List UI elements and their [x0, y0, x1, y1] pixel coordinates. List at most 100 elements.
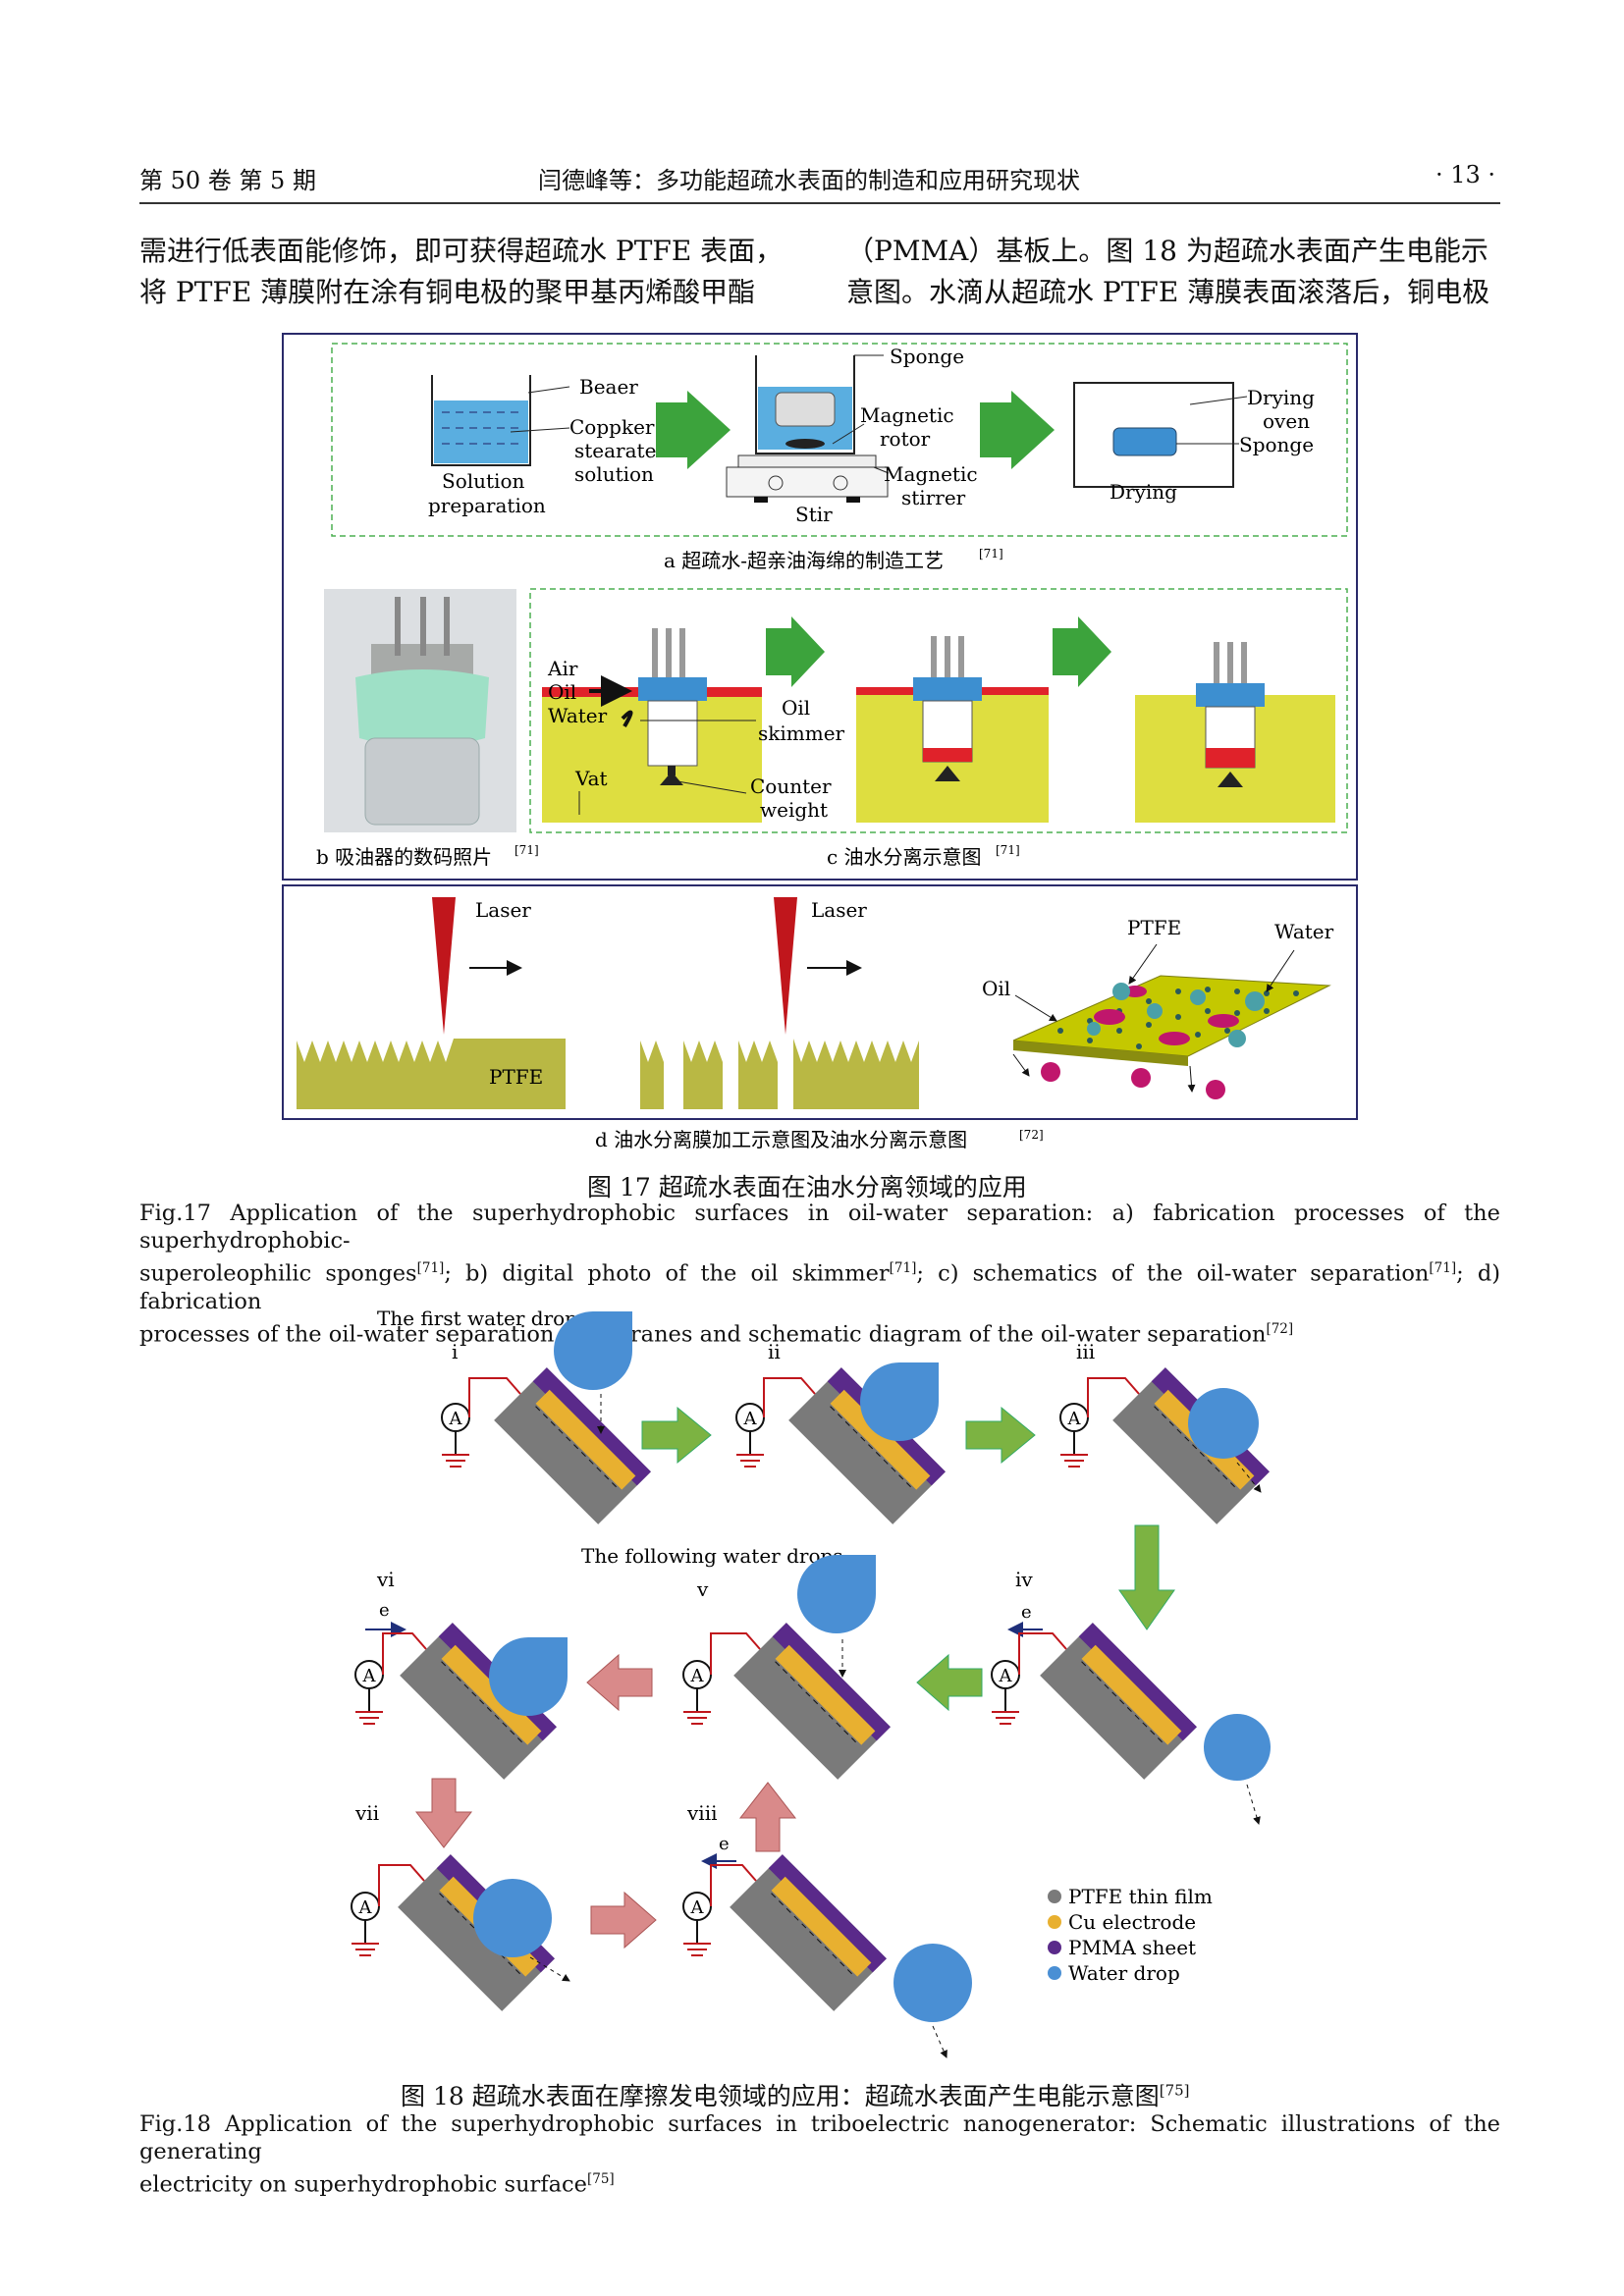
fig17-caption-zh: 图 17 超疏水表面在油水分离领域的应用	[587, 1173, 1027, 1201]
fig17b-caption: b 吸油器的数码照片	[316, 845, 492, 869]
ammeter-ii: A	[743, 1409, 758, 1429]
legend-swatch-drop	[1048, 1966, 1061, 1980]
intro-right-line2: 意图。水滴从超疏水 PTFE 薄膜表面滚落后，铜电极	[846, 276, 1490, 308]
arrow-right-icon	[965, 1406, 1036, 1465]
ammeter-viii: A	[690, 1897, 705, 1918]
ammeter-v: A	[690, 1666, 705, 1686]
legend-swatch-pmma	[1048, 1941, 1061, 1954]
intro-left-line2: 将 PTFE 薄膜附在涂有铜电极的聚甲基丙烯酸甲酯	[139, 276, 756, 308]
legend-item-pmma: PMMA sheet	[1068, 1936, 1196, 1959]
label-following-drops: The following water drops	[581, 1544, 843, 1568]
green-arrow-icon	[980, 391, 1055, 469]
intro-right-line1: （PMMA）基板上。图 18 为超疏水表面产生电能示	[846, 235, 1489, 267]
green-arrow-icon	[766, 616, 825, 687]
beaker-solution	[431, 375, 570, 466]
label-solution-prep-1: Solution	[442, 469, 524, 493]
fig18-caption-en: Fig.18 Application of the superhydrophob…	[139, 2111, 1500, 2198]
legend-item-drop: Water drop	[1068, 1961, 1180, 1985]
fig17c-dashed-frame	[529, 588, 1348, 833]
fig17-caption-en: Fig.17 Application of the superhydrophob…	[139, 1201, 1501, 1347]
header-title: 闫德峰等：多功能超疏水表面的制造和应用研究现状	[538, 167, 1080, 194]
electron-vi: e	[379, 1600, 390, 1621]
fig17a-ref: [71]	[979, 547, 1003, 561]
label-i: i	[452, 1340, 458, 1363]
fig17b-ref: [71]	[514, 843, 539, 857]
label-oil-skimmer-2: skimmer	[758, 721, 845, 745]
fig17c-ref: [71]	[996, 843, 1020, 857]
label-iv: iv	[1015, 1568, 1033, 1591]
stage-ii: A	[735, 1362, 947, 1525]
label-coppker: Coppker	[569, 415, 655, 439]
green-arrow-icon	[1053, 616, 1111, 687]
separation-stage-2	[856, 636, 1049, 823]
label-ptfe-d: PTFE	[1127, 916, 1181, 939]
header-volume: 第 50 卷 第 5 期	[139, 167, 316, 194]
label-sponge-2: Sponge	[1239, 433, 1314, 456]
electron-viii: e	[719, 1834, 730, 1854]
label-ptfe-1: PTFE	[489, 1065, 543, 1089]
drying-oven	[1073, 382, 1248, 488]
figure-17: Beaer Coppker stearate solution Solution…	[282, 333, 1358, 1151]
label-first-drop: The first water drop	[377, 1307, 577, 1330]
label-rotor: rotor	[880, 427, 931, 451]
electron-iv: e	[1021, 1602, 1032, 1623]
label-solution-prep-2: preparation	[428, 494, 546, 517]
stage-iv: e A	[991, 1602, 1271, 1825]
laser-beam	[774, 897, 797, 1035]
fig17a-dashed-frame	[331, 343, 1348, 537]
label-vat: Vat	[574, 767, 608, 790]
label-laser-2: Laser	[811, 898, 867, 922]
arrow-down-icon	[414, 1778, 473, 1848]
ptfe-slab-2	[793, 1039, 919, 1109]
ammeter-vii: A	[358, 1897, 373, 1918]
stirrer-setup	[726, 354, 890, 503]
separation-stage-3	[1135, 642, 1335, 823]
label-oil-skimmer-1: Oil	[782, 696, 810, 720]
label-solution: solution	[574, 462, 654, 486]
header-rule	[139, 202, 1500, 204]
legend-item-ptfe: PTFE thin film	[1068, 1885, 1213, 1908]
label-drying-2: Drying	[1110, 480, 1177, 504]
ammeter-i: A	[449, 1409, 463, 1429]
label-water-d: Water	[1274, 920, 1334, 943]
label-oil-d: Oil	[982, 977, 1010, 1000]
legend-item-cu: Cu electrode	[1068, 1910, 1196, 1934]
fig17a-caption: a 超疏水-超亲油海绵的制造工艺	[664, 549, 944, 572]
label-magnetic: Magnetic	[860, 403, 954, 427]
laser-beam	[432, 897, 456, 1035]
ammeter-vi: A	[362, 1666, 377, 1686]
intro-left-line1: 需进行低表面能修饰，即可获得超疏水 PTFE 表面，	[139, 235, 784, 267]
header-page: · 13 ·	[1435, 161, 1496, 188]
stage-v: A	[682, 1555, 892, 1781]
label-stirrer: stirrer	[901, 486, 966, 509]
fig17c-caption: c 油水分离示意图	[827, 845, 982, 869]
arrow-right-icon	[590, 1891, 657, 1949]
fig18-caption-zh: 图 18 超疏水表面在摩擦发电领域的应用：超疏水表面产生电能示意图[75]	[401, 2081, 1190, 2110]
label-oven: oven	[1263, 409, 1310, 433]
stage-i: A	[441, 1311, 652, 1525]
ammeter-iv: A	[999, 1666, 1013, 1686]
stage-vii: A	[351, 1853, 570, 2012]
label-v: v	[696, 1577, 709, 1601]
label-oil-c: Oil	[548, 680, 576, 704]
label-beaer: Beaer	[579, 375, 638, 399]
label-vi: vi	[376, 1568, 395, 1591]
fig17d-ref: [72]	[1019, 1128, 1044, 1142]
fig17d-caption: d 油水分离膜加工示意图及油水分离示意图	[595, 1128, 967, 1151]
legend-swatch-cu	[1048, 1915, 1061, 1929]
label-iii: iii	[1076, 1340, 1095, 1363]
arrow-up-icon	[738, 1782, 797, 1852]
oil-water-membrane	[1012, 943, 1331, 1099]
arrow-left-icon	[586, 1653, 653, 1712]
legend-swatch-ptfe	[1048, 1890, 1061, 1903]
arrow-right-icon	[641, 1406, 712, 1465]
label-vii: vii	[354, 1801, 379, 1825]
separation-stage-1	[542, 628, 762, 823]
label-laser-1: Laser	[475, 898, 531, 922]
stage-vi: e A	[354, 1600, 568, 1781]
label-viii: viii	[686, 1801, 718, 1825]
label-stir: Stir	[795, 503, 833, 526]
label-magnetic-2: Magnetic	[884, 462, 978, 486]
stage-iii: A	[1059, 1366, 1271, 1525]
arrow-down-icon	[1118, 1524, 1175, 1630]
